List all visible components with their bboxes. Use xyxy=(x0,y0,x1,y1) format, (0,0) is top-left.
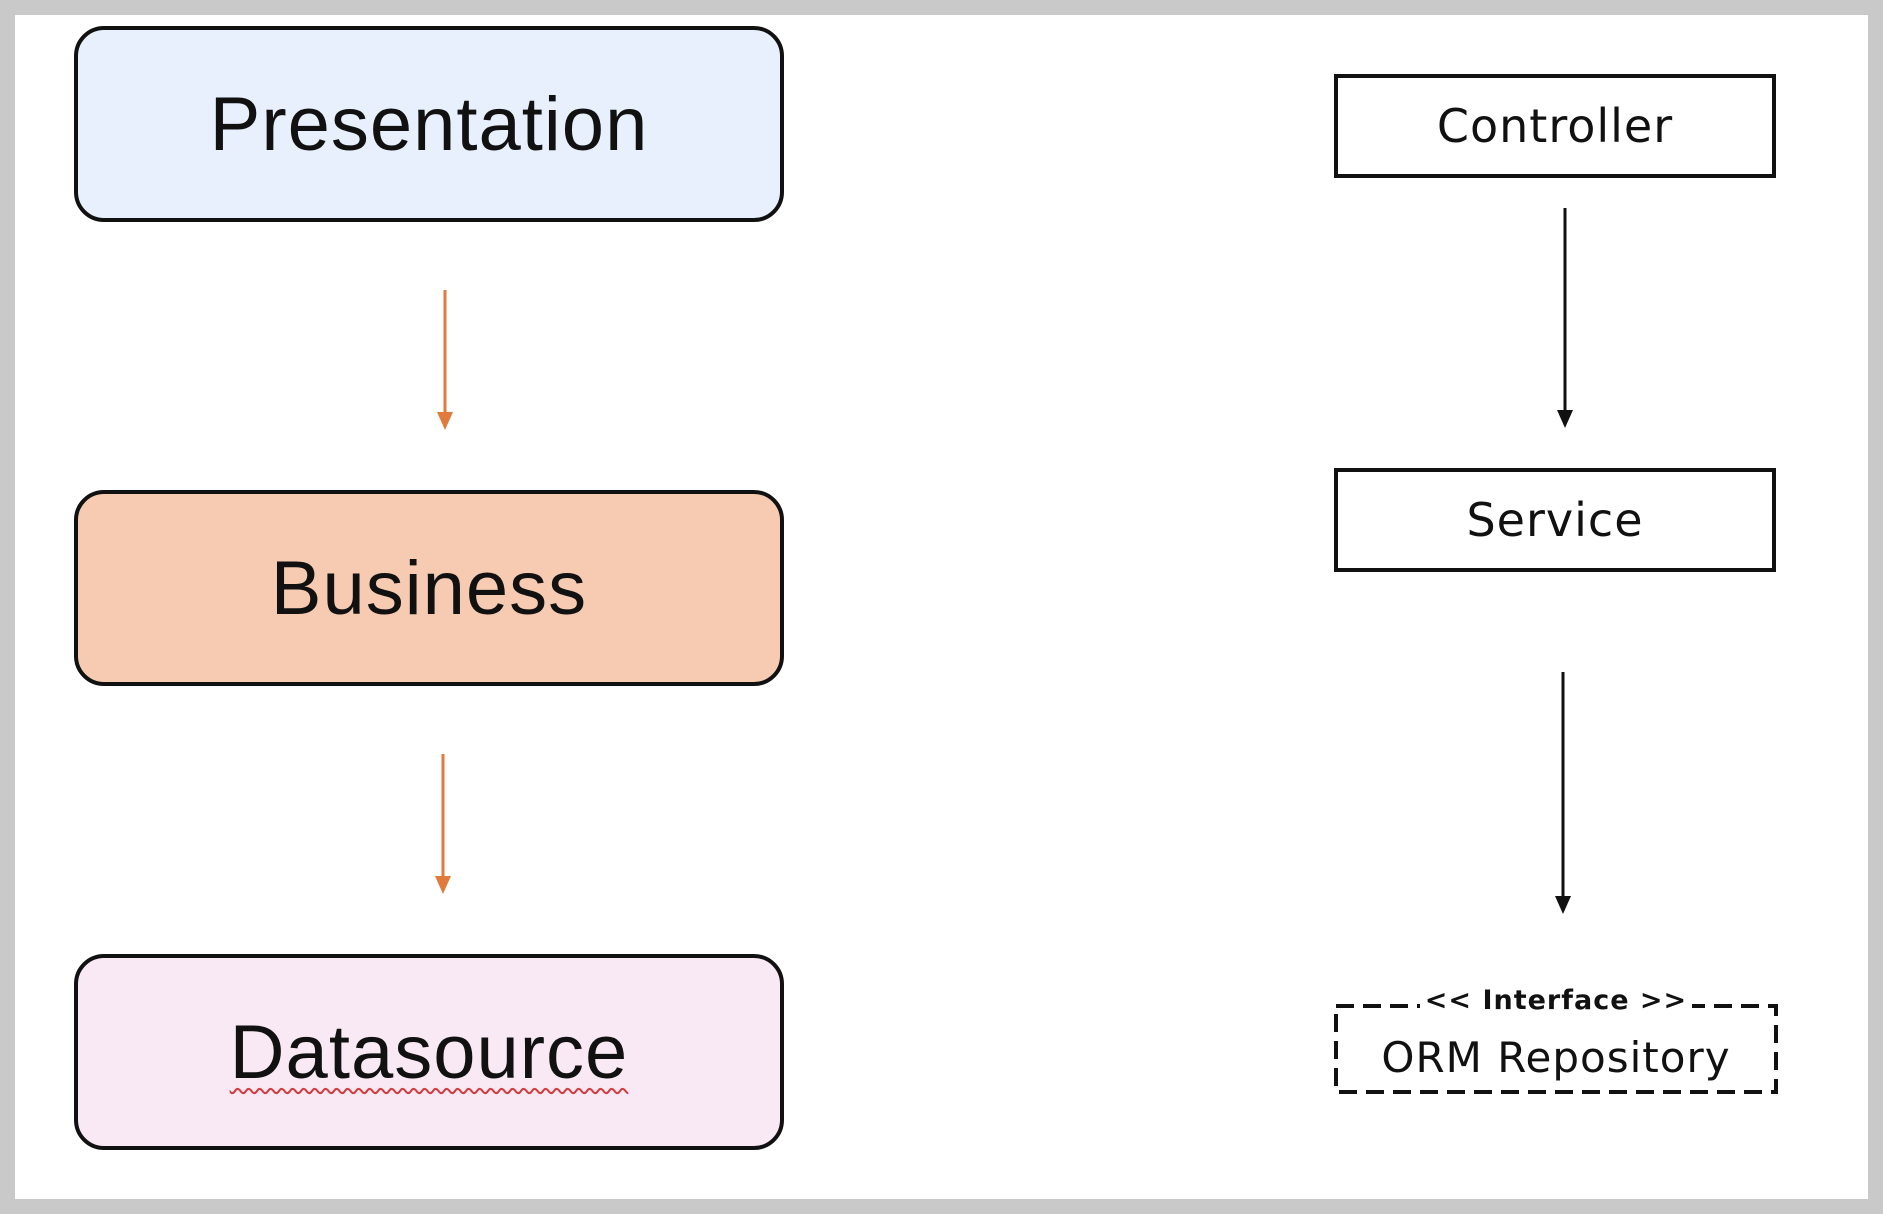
interface-stereotype-label: << Interface >> xyxy=(1420,984,1692,1018)
datasource-layer-box: Datasource xyxy=(74,954,784,1150)
controller-label: Controller xyxy=(1436,99,1674,153)
controller-to-service-arrow xyxy=(1557,208,1573,428)
orm-repository-label: ORM Repository xyxy=(1381,1033,1731,1082)
arrow-head xyxy=(1555,896,1571,914)
arrow-head xyxy=(437,412,453,430)
service-box: Service xyxy=(1334,468,1776,572)
service-to-repository-arrow xyxy=(1555,672,1571,914)
arrow-head xyxy=(1557,410,1573,428)
datasource-layer-label: Datasource xyxy=(229,1009,629,1095)
presentation-to-business-arrow xyxy=(437,290,453,430)
presentation-layer-label: Presentation xyxy=(209,81,649,167)
presentation-layer-box: Presentation xyxy=(74,26,784,222)
arrow-head xyxy=(435,876,451,894)
service-label: Service xyxy=(1466,493,1644,547)
business-layer-label: Business xyxy=(270,545,588,631)
business-to-datasource-arrow xyxy=(435,754,451,894)
controller-box: Controller xyxy=(1334,74,1776,178)
business-layer-box: Business xyxy=(74,490,784,686)
